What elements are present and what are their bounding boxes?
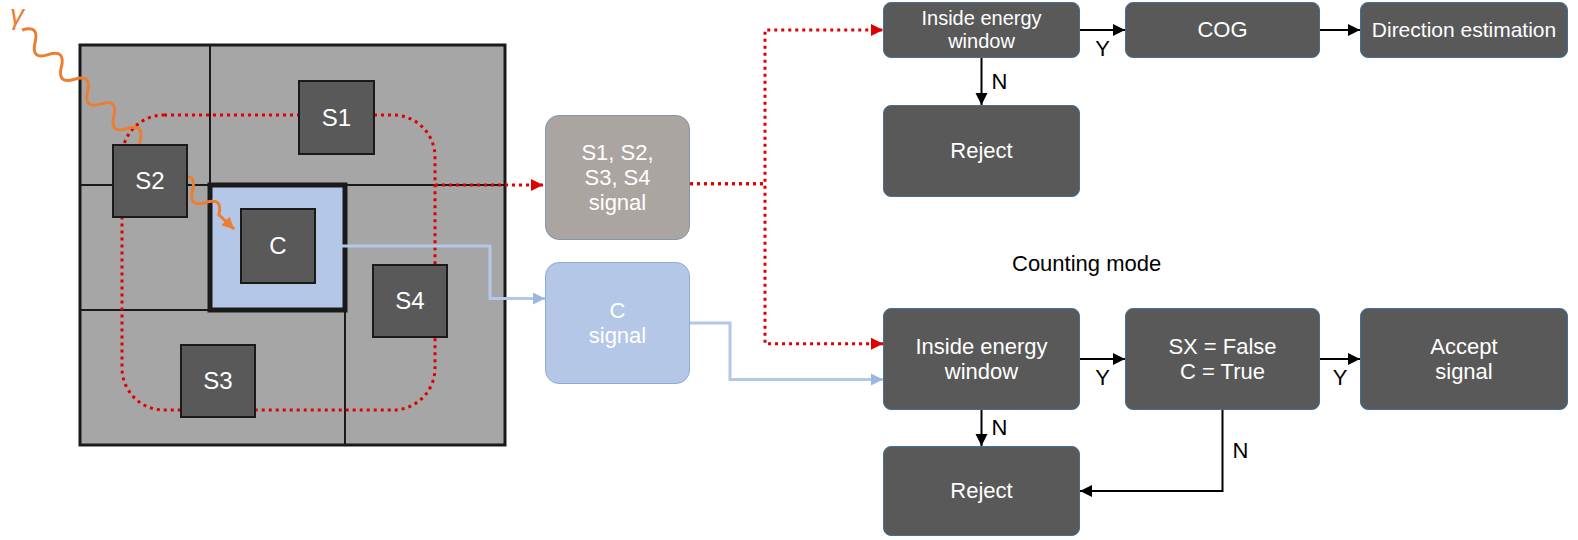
box-text: S1, S2, S3, S4 signal (578, 140, 657, 216)
edge-label: N (990, 416, 1010, 440)
box-text: Reject (950, 138, 1012, 163)
reject-box: Reject (883, 105, 1080, 197)
sensor-box: S4 (372, 264, 448, 338)
box-text: C (269, 232, 286, 260)
decision-box: Inside energy window (883, 2, 1080, 58)
accept-box: Accept signal (1360, 308, 1568, 410)
flow-arrow (1080, 358, 1125, 360)
signal-connector (690, 30, 883, 184)
edge-label: Y (1331, 366, 1350, 390)
flow-arrow (981, 410, 983, 446)
sensor-box: S2 (112, 144, 188, 218)
box-text: C signal (584, 298, 651, 349)
box-text: S4 (395, 287, 424, 315)
flow-arrow (1320, 358, 1360, 360)
box-text: Inside energy window (898, 334, 1065, 385)
gamma-ray (17, 24, 240, 235)
center-sensor-box: C (240, 208, 316, 284)
sensor-box: S3 (180, 344, 256, 418)
flow-arrow (1080, 410, 1223, 491)
box-text: S1 (322, 104, 351, 132)
signal-box: C signal (545, 262, 690, 384)
decision-box: Inside energy window (883, 308, 1080, 410)
box-text: COG (1197, 17, 1247, 42)
grid-line (80, 309, 210, 311)
box-text: SX = False C = True (1162, 334, 1283, 385)
mode-title: Counting mode (1012, 252, 1161, 276)
box-text: Reject (950, 478, 1012, 503)
box-text: Direction estimation (1372, 18, 1556, 42)
edge-label: Y (1093, 366, 1112, 390)
box-text: S3 (203, 367, 232, 395)
edge-label: Y (1093, 37, 1112, 61)
sensor-box: S1 (298, 80, 375, 155)
edge-label: N (990, 69, 1010, 93)
box-text: Inside energy window (898, 7, 1065, 53)
grid-line (209, 45, 211, 185)
box-text: Accept signal (1406, 334, 1522, 385)
flow-arrow (1320, 29, 1360, 31)
signal-connector (690, 323, 883, 379)
flow-arrow (1080, 29, 1125, 31)
gamma-wave (17, 24, 240, 235)
box-text: S2 (135, 167, 164, 195)
signal-connector (690, 184, 883, 344)
process-box: Direction estimation (1360, 2, 1568, 58)
grid-line (344, 185, 346, 445)
process-box: COG (1125, 2, 1320, 58)
reject-box: Reject (883, 446, 1080, 536)
gamma-label: γ (10, 0, 24, 31)
flow-arrow (981, 58, 983, 105)
condition-box: SX = False C = True (1125, 308, 1320, 410)
region-signal-line (435, 184, 543, 187)
edge-label: N (1231, 438, 1251, 462)
signal-box: S1, S2, S3, S4 signal (545, 115, 690, 240)
